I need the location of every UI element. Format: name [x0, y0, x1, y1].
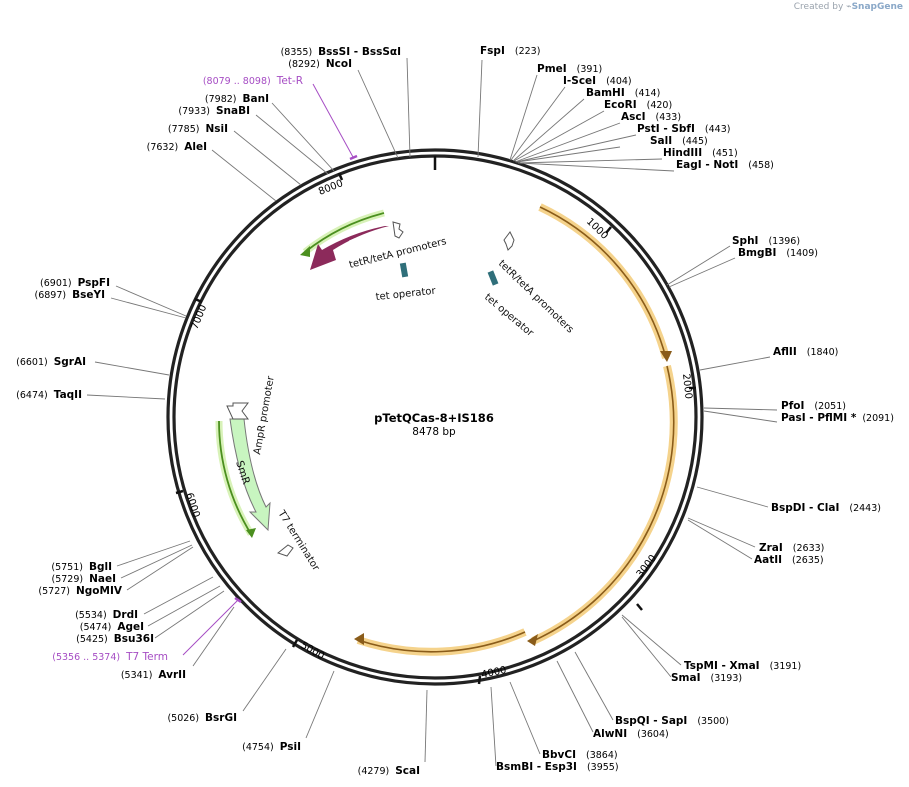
enzyme-label: (5026)BsrGI	[167, 712, 237, 724]
enzyme-label: (5727)NgoMIV	[38, 585, 122, 597]
enzyme-label: (8292)NcoI	[288, 58, 352, 70]
enzyme-label: BamHI(414)	[586, 87, 660, 99]
enzyme-label: PfoI(2051)	[781, 400, 846, 412]
promoter-arrow-icon	[503, 231, 515, 251]
enzyme-label: FspI(223)	[480, 45, 540, 57]
enzyme-label: (4754)PsiI	[242, 741, 301, 753]
orange-arc-right-head	[527, 634, 538, 646]
credit-prefix: Created by	[793, 2, 844, 12]
tet-operator-label-2: tet operator	[482, 292, 536, 340]
enzyme-label: (5474)AgeI	[80, 621, 144, 633]
enzyme-labels-left: (8355)BssSI - BssSαI (8292)NcoI (8079 ..…	[16, 46, 420, 777]
enzyme-label: BbvCI(3864)	[542, 749, 618, 761]
tick-label: 4000	[480, 665, 507, 681]
enzyme-label: (6897)BseYI	[35, 289, 105, 301]
green-arc-top	[302, 209, 385, 255]
feature-arcs	[215, 203, 678, 656]
enzyme-label: (7933)SnaBI	[178, 105, 250, 117]
plasmid-size: 8478 bp	[412, 426, 456, 438]
enzyme-label: EagI - NotI(458)	[676, 159, 774, 171]
t7-terminator-label: T7 terminator	[275, 508, 322, 574]
primer-sites	[182, 83, 358, 656]
tetr-label: TetR	[347, 230, 375, 251]
enzyme-label: BspDI - ClaI(2443)	[771, 502, 881, 514]
ampr-promoter-label: AmpR promoter	[252, 374, 277, 455]
snapgene-logo-icon: ⌁	[846, 2, 852, 12]
orange-arc-top-head	[660, 351, 672, 362]
promoter-arrow-icon	[392, 221, 404, 239]
green-arc-top-head	[300, 246, 310, 257]
enzyme-label: (7632)AleI	[147, 141, 207, 153]
enzyme-leader-lines	[86, 57, 778, 767]
credit-brand: SnapGene	[851, 2, 903, 12]
enzyme-label: AscI(433)	[621, 111, 681, 123]
enzyme-label: PasI - PflMI *(2091)	[781, 412, 894, 424]
enzyme-label: (5751)BglI	[51, 561, 112, 573]
primer-label: (5356 .. 5374)T7 Term	[52, 651, 168, 663]
enzyme-label: EcoRI(420)	[604, 99, 672, 111]
smr-arrow	[229, 418, 271, 532]
enzyme-label: I-SceI(404)	[563, 75, 632, 87]
tet-operator-box-1	[399, 262, 409, 278]
enzyme-label: BmgBI(1409)	[738, 247, 818, 259]
enzyme-labels-right: FspI(223) PmeI(391) I-SceI(404) BamHI(41…	[480, 45, 894, 773]
enzyme-label: PstI - SbfI(443)	[637, 123, 730, 135]
enzyme-label: SmaI(3193)	[671, 672, 742, 684]
small-features: tetR/tetA promoters tetR/tetA promoters …	[226, 221, 576, 574]
enzyme-label: SphI(1396)	[732, 235, 800, 247]
plasmid-name: pTetQCas-8+IS186	[374, 411, 494, 425]
enzyme-label: AatII(2635)	[754, 554, 824, 566]
ampr-promoter-arrow-icon	[226, 402, 249, 420]
enzyme-label: TspMI - XmaI(3191)	[684, 660, 801, 672]
plasmid-backbone	[166, 148, 704, 686]
enzyme-label: HindIII(451)	[663, 147, 738, 159]
enzyme-label: (6601)SgrAI	[16, 356, 86, 368]
enzyme-label: PmeI(391)	[537, 63, 602, 75]
enzyme-label: (6474)TaqII	[16, 389, 82, 401]
tet-operator-box-2	[487, 270, 499, 286]
green-arc-left-head	[246, 528, 256, 538]
primer-label: (8079 .. 8098)Tet-R	[203, 75, 303, 87]
enzyme-label: (6901)PspFI	[40, 277, 110, 289]
enzyme-label: SalI(445)	[650, 135, 708, 147]
enzyme-label: AflII(1840)	[773, 346, 838, 358]
enzyme-label: (5729)NaeI	[52, 573, 117, 585]
enzyme-label: (8355)BssSI - BssSαI	[281, 46, 401, 58]
enzyme-label: AlwNI(3604)	[593, 728, 669, 740]
enzyme-label: (5425)Bsu36I	[76, 633, 154, 645]
enzyme-label: (5341)AvrII	[121, 669, 186, 681]
tick-label: 2000	[680, 373, 694, 399]
snapgene-credit: Created by ⌁SnapGene	[794, 2, 903, 12]
tet-operator-label-1: tet operator	[375, 286, 437, 303]
enzyme-label: BsmBI - Esp3I(3955)	[496, 761, 619, 773]
enzyme-label: (4279)ScaI	[358, 765, 420, 777]
enzyme-label: (7982)BanI	[205, 93, 269, 105]
enzyme-label: (5534)DrdI	[75, 609, 138, 621]
orange-arc-right	[531, 365, 678, 645]
t7-terminator-icon	[276, 544, 294, 557]
promoter-label-2: tetR/tetA promoters	[496, 258, 576, 335]
enzyme-label: (7785)NsiI	[168, 123, 228, 135]
tetr-arrow	[310, 226, 389, 270]
enzyme-label: ZraI(2633)	[759, 542, 824, 554]
orange-arc-bottom-head	[354, 633, 364, 645]
tick-label: 5000	[299, 640, 327, 662]
enzyme-label: BspQI - SapI(3500)	[615, 715, 729, 727]
